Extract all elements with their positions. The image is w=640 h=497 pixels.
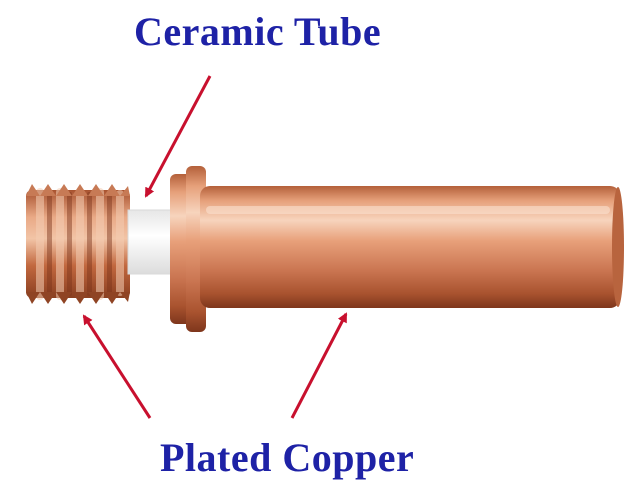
arrow-to-ceramic-tube — [144, 75, 212, 198]
arrow-to-thread — [82, 314, 152, 419]
ceramic-tube-label: Ceramic Tube — [134, 9, 382, 54]
arrow-to-barrel — [290, 312, 348, 419]
ceramic-tube — [127, 209, 177, 275]
threaded-section — [26, 184, 130, 304]
plated-copper-label: Plated Copper — [160, 435, 415, 480]
copper-barrel — [200, 186, 624, 308]
